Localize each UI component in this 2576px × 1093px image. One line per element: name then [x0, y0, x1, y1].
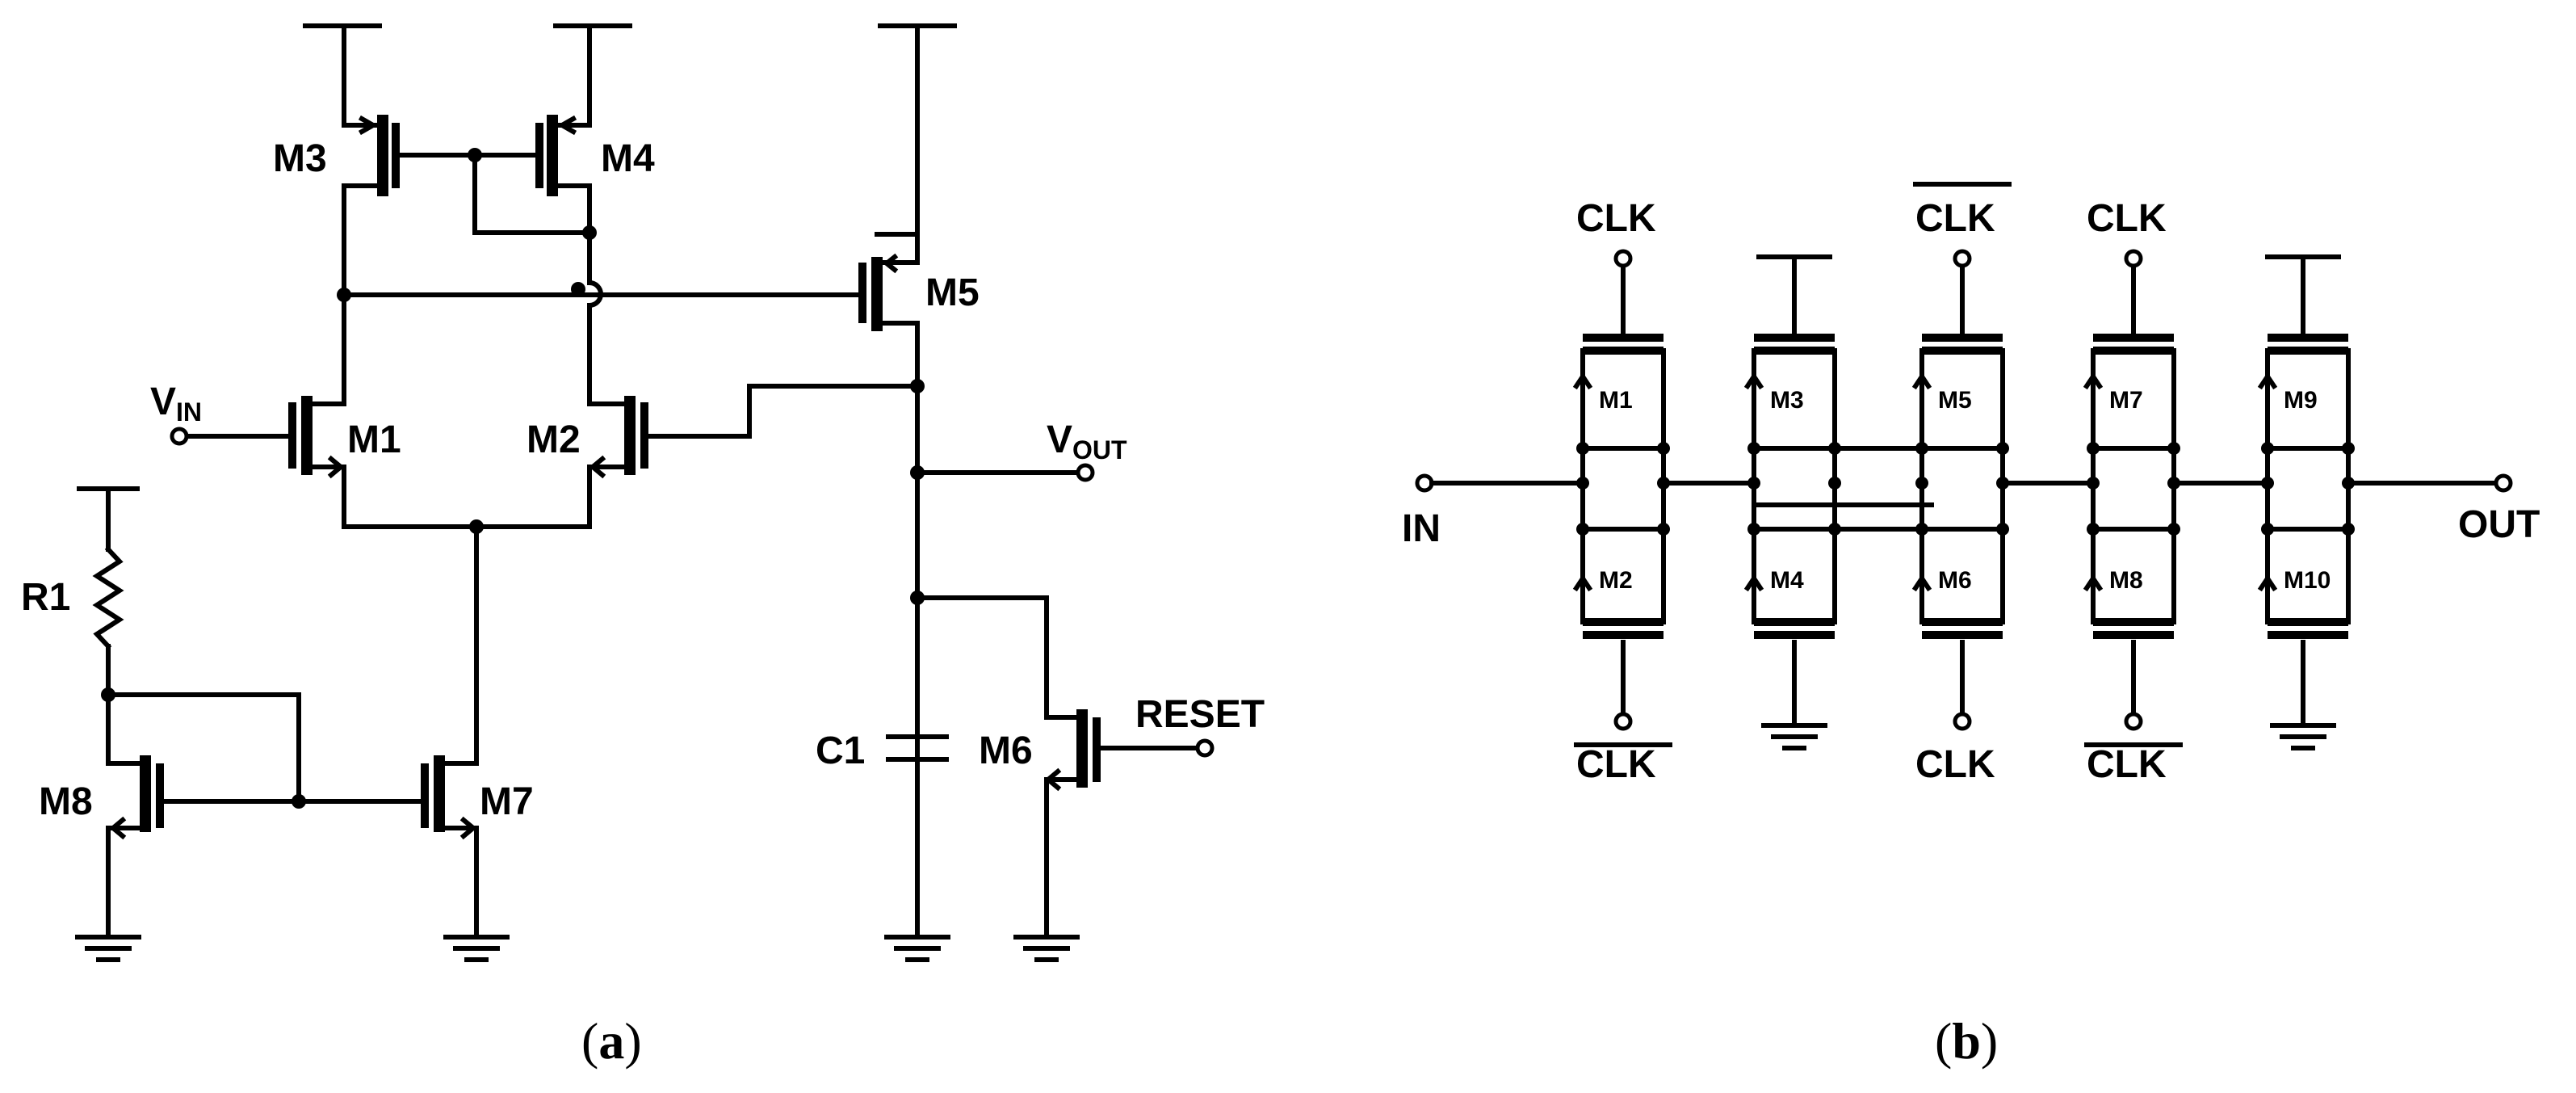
reset-label: RESET [1135, 693, 1265, 736]
ground-icon [443, 935, 510, 962]
clk-bar-label: CLK [1576, 743, 1656, 786]
ground-icon [1013, 935, 1080, 962]
clk-bar-label: CLK [1915, 197, 1995, 240]
transistor-label: M1 [1599, 387, 1633, 414]
panel-a-schematic: M3 M4 M5 M1 M2 R1 M8 M7 C1 M6 RESET VIN … [21, 23, 1265, 1070]
m3-label: M3 [273, 137, 327, 180]
m6-label: M6 [979, 729, 1033, 772]
transistor-label: M5 [1938, 387, 1972, 414]
clk-label: CLK [1576, 197, 1656, 240]
panel-b-schematic: IN OUT [1402, 182, 2540, 1070]
transistor-label: M10 [2284, 567, 2331, 594]
transistor-label: M8 [2109, 567, 2143, 594]
panel-b-caption: (b) [1935, 1012, 1998, 1070]
output-label: OUT [2458, 503, 2540, 546]
m4-label: M4 [601, 137, 655, 180]
clk-label: CLK [2087, 197, 2167, 240]
transistor-label: M7 [2109, 387, 2143, 414]
c1-label: C1 [816, 729, 865, 772]
vout-label: VOUT [1047, 418, 1127, 465]
panel-a-caption: (a) [581, 1012, 642, 1070]
m8-label: M8 [39, 780, 93, 823]
m5-label: M5 [925, 271, 980, 314]
m7-label: M7 [480, 780, 534, 823]
ground-icon [75, 935, 141, 962]
m1-label: M1 [347, 418, 401, 461]
r1-label: R1 [21, 576, 70, 619]
m2-label: M2 [527, 418, 581, 461]
input-label: IN [1402, 507, 1441, 550]
vin-label: VIN [150, 380, 202, 427]
clk-label: CLK [1915, 743, 1995, 786]
transistor-label: M6 [1938, 567, 1972, 594]
transistor-label: M4 [1770, 567, 1804, 594]
transistor-label: M2 [1599, 567, 1633, 594]
transistor-label: M9 [2284, 387, 2318, 414]
ground-icon [1761, 723, 1827, 750]
ground-icon [2270, 723, 2336, 750]
clk-bar-label: CLK [2087, 743, 2167, 786]
transistor-label: M3 [1770, 387, 1804, 414]
ground-icon [884, 935, 950, 962]
